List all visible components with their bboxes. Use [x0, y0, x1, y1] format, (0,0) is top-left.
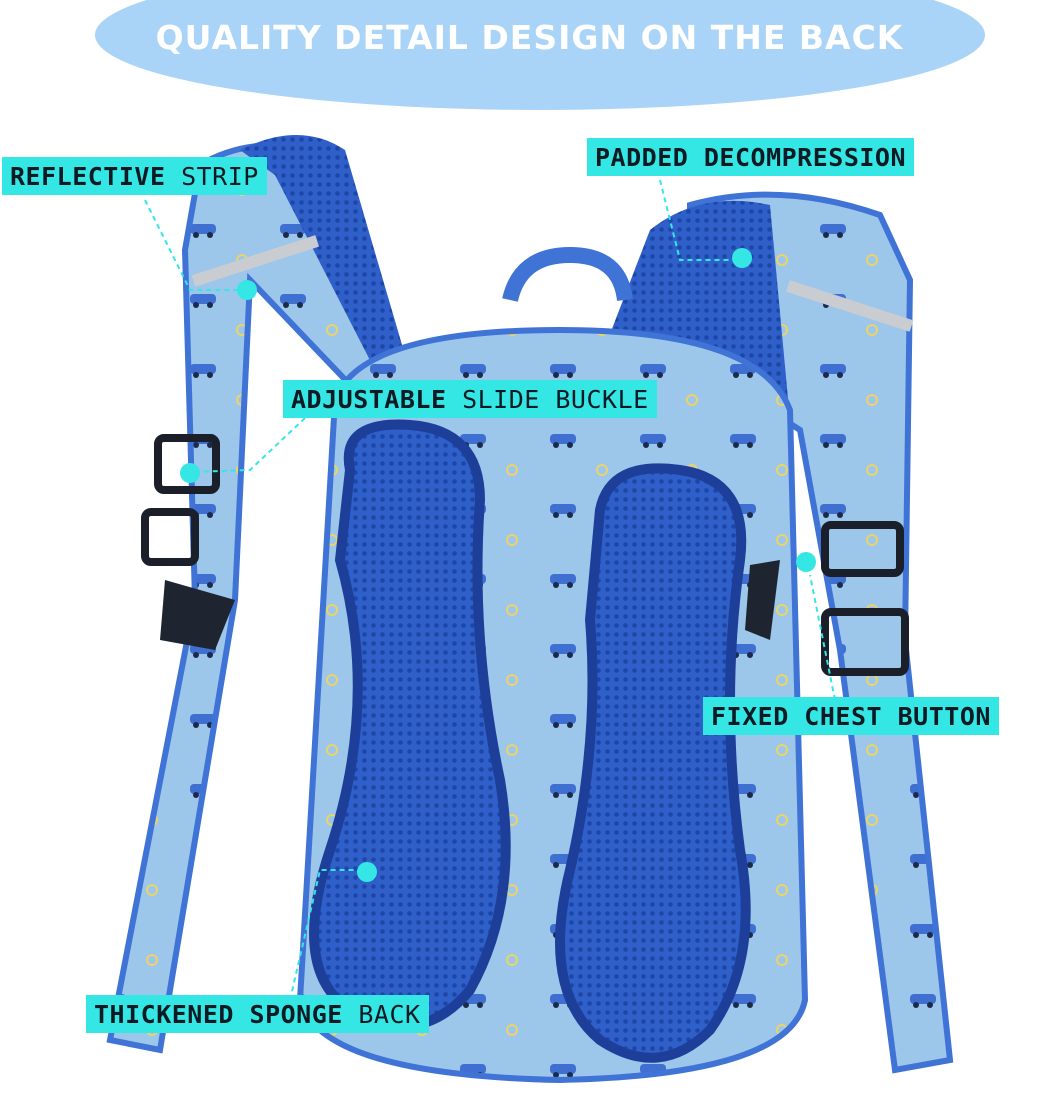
callout-adjustable-slide-buckle-rest: SLIDE BUCKLE: [446, 385, 649, 414]
right-reflective-strip: [786, 280, 914, 332]
callout-padded-decompression: PADDED DECOMPRESSION: [587, 138, 915, 176]
left-strap-mesh: [240, 135, 405, 370]
callout-thickened-sponge-back: THICKENED SPONGE BACK: [86, 995, 429, 1033]
right-slide-buckle: [821, 521, 904, 577]
right-sponge-pad: [555, 463, 751, 1063]
top-handle: [502, 246, 633, 303]
callout-reflective-strip: REFLECTIVE STRIP: [2, 157, 267, 195]
callout-padded-decompression-bold: PADDED DECOMPRESSION: [595, 143, 907, 172]
callout-thickened-sponge-back-rest: BACK: [342, 1000, 421, 1029]
left-slide-buckle: [154, 434, 220, 494]
callout-reflective-strip-bold: REFLECTIVE: [10, 162, 166, 191]
callout-thickened-sponge-back-bold: THICKENED SPONGE: [94, 1000, 343, 1029]
callout-adjustable-slide-buckle: ADJUSTABLE SLIDE BUCKLE: [283, 380, 657, 418]
callout-fixed-chest-button-bold: FIXED CHEST BUTTON: [711, 702, 991, 731]
callout-reflective-strip-rest: STRIP: [165, 162, 259, 191]
left-chest-clip: [160, 580, 235, 650]
left-reflective-strip: [191, 235, 319, 287]
banner-title: QUALITY DETAIL DESIGN ON THE BACK: [155, 18, 904, 57]
callout-dots: [180, 248, 816, 882]
right-buckle-lower: [821, 608, 909, 676]
callout-adjustable-slide-buckle-bold: ADJUSTABLE: [291, 385, 447, 414]
right-strap: [687, 191, 954, 1074]
leader-lines: [144, 179, 836, 1001]
right-chest-clip: [745, 560, 780, 640]
callout-fixed-chest-button: FIXED CHEST BUTTON: [703, 697, 999, 735]
left-buckle-lower: [141, 508, 199, 566]
